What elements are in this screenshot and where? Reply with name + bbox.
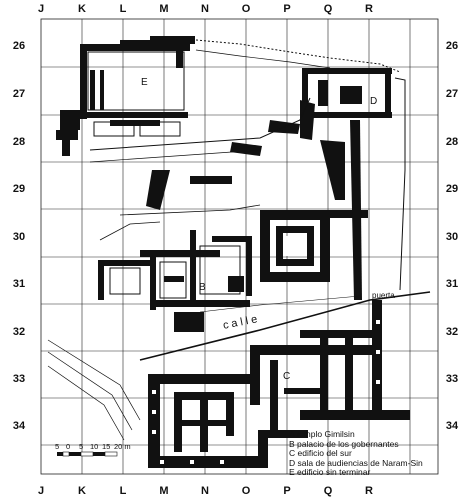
row-label-right: 28: [445, 136, 459, 148]
scale-tick: 20 m: [114, 442, 131, 451]
row-label-left: 33: [12, 373, 26, 385]
scale-tick: 5: [79, 442, 84, 451]
building-e-label: E: [141, 77, 148, 88]
scale-tick: 10: [90, 442, 99, 451]
column-label-top: O: [241, 3, 251, 15]
row-label-right: 30: [445, 231, 459, 243]
building-c-dots: [152, 320, 380, 464]
building-b-label: B: [199, 282, 206, 293]
legend-item-e: E edificio sin terminar: [289, 467, 371, 478]
row-label-right: 26: [445, 40, 459, 52]
row-label-right: 31: [445, 278, 459, 290]
legend: A templo Gimilsin B palacio de los gober…: [289, 429, 423, 478]
central-ruins: [146, 100, 368, 300]
column-label-top: N: [201, 3, 209, 15]
row-label-left: 30: [12, 231, 26, 243]
building-c-walls: [148, 300, 410, 468]
row-label-left: 34: [12, 420, 26, 432]
building-e-walls: [56, 36, 195, 156]
building-e-rooms: [87, 51, 185, 137]
building-a-label: A: [294, 241, 302, 252]
legend-item-b: B palacio de los gobernantes: [289, 438, 399, 449]
row-label-left: 28: [12, 136, 26, 148]
canal: [47, 339, 141, 421]
gate-label: puerta: [372, 291, 395, 300]
scale-tick: 5: [55, 442, 60, 451]
column-label-bottom: O: [241, 485, 251, 497]
building-d-label: D: [370, 96, 378, 107]
row-label-right: 34: [445, 420, 459, 432]
column-label-top: P: [283, 3, 291, 15]
row-label-right: 27: [445, 88, 459, 100]
row-label-left: 27: [12, 88, 26, 100]
map-frame: [40, 18, 439, 475]
column-label-bottom: K: [78, 485, 86, 497]
column-label-bottom: P: [283, 485, 291, 497]
column-label-bottom: Q: [323, 485, 333, 497]
column-label-top: R: [365, 3, 373, 15]
column-label-bottom: R: [365, 485, 373, 497]
column-label-top: L: [119, 3, 127, 15]
legend-item-c: C edificio del sur: [289, 448, 352, 459]
scale-tick: 15: [102, 442, 111, 451]
north-path: [195, 39, 401, 73]
row-label-left: 31: [12, 278, 26, 290]
row-label-right: 29: [445, 183, 459, 195]
building-b-rooms: [109, 245, 241, 299]
row-label-left: 26: [12, 40, 26, 52]
building-c-label: C: [283, 371, 291, 382]
building-d-walls: [302, 68, 392, 118]
column-label-bottom: M: [159, 485, 169, 497]
column-label-bottom: N: [201, 485, 209, 497]
column-label-top: J: [37, 3, 45, 15]
row-label-left: 29: [12, 183, 26, 195]
column-label-top: K: [78, 3, 86, 15]
street-edge: [139, 291, 431, 361]
legend-item-a: A templo Gimilsin: [289, 429, 355, 439]
legend-item-d: D sala de audiencias de Naram-Sin: [289, 457, 423, 468]
column-label-bottom: J: [37, 485, 45, 497]
scale-bar: [57, 451, 118, 457]
row-label-right: 32: [445, 326, 459, 338]
column-label-bottom: L: [119, 485, 127, 497]
column-label-top: M: [159, 3, 169, 15]
row-label-right: 33: [445, 373, 459, 385]
scale-tick: 0: [66, 442, 71, 451]
building-a-walls: [260, 210, 330, 282]
column-label-top: Q: [323, 3, 333, 15]
building-b-walls: [98, 230, 252, 332]
row-label-left: 32: [12, 326, 26, 338]
